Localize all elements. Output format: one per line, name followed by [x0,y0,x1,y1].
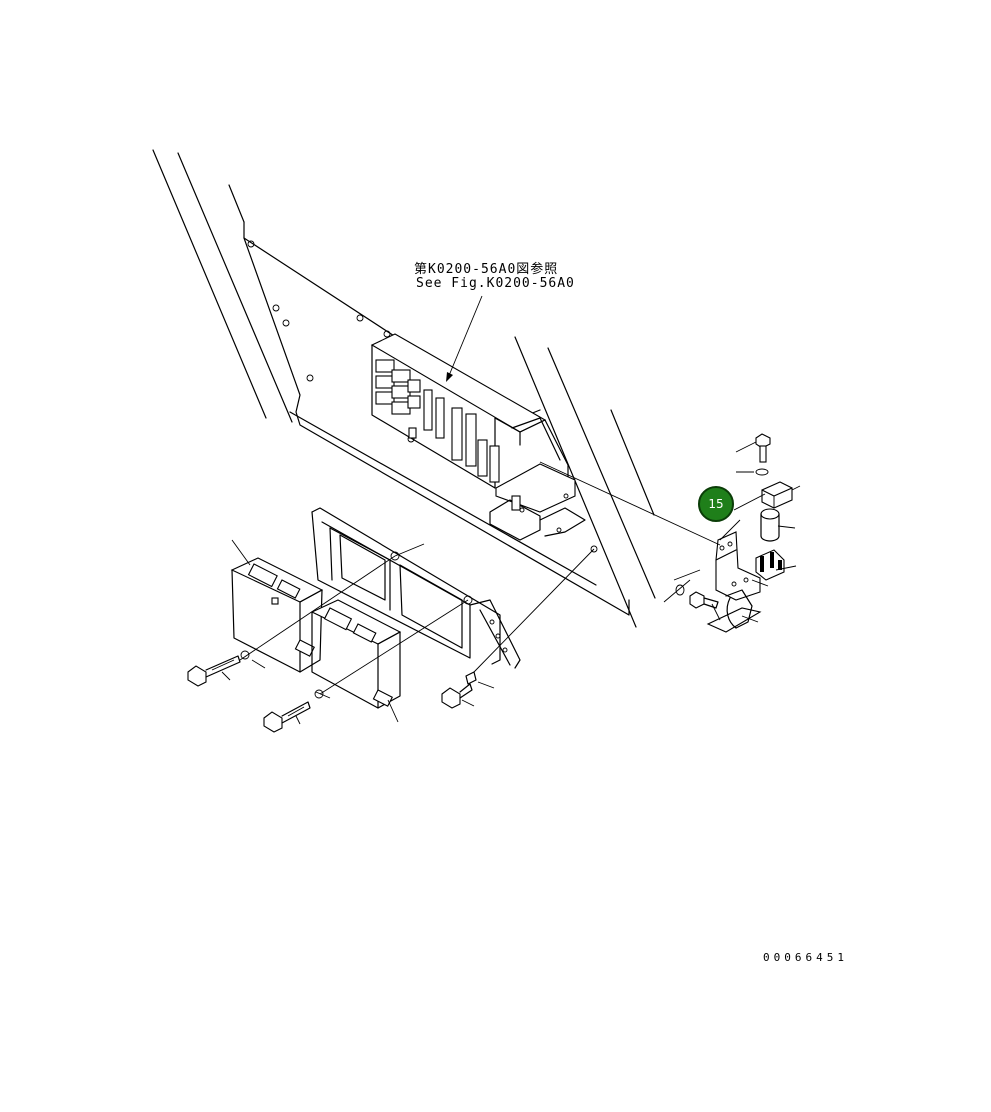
washer-left-2 [314,689,324,699]
leader-lines-right [539,441,801,623]
bolt-middle [441,683,473,709]
reference-leader [447,295,483,379]
connector-block [755,549,785,581]
callout-15-marker[interactable]: 15 [698,486,734,522]
washer-right-bottom [675,584,685,596]
callout-label: 15 [708,497,724,511]
washer-left-1 [240,650,250,660]
drawing-number: 00066451 [763,951,848,964]
controller-left [230,557,324,673]
controller-bracket [311,507,521,669]
reference-label-en: See Fig.K0200-56A0 [416,276,575,291]
clip-middle [465,671,477,685]
leader-lines-left [221,539,595,725]
bolt-right-top [755,433,771,463]
relay-block [761,481,793,509]
mounting-bracket-right [715,531,761,601]
bolt-left-2 [263,701,311,733]
controller-right [310,599,402,709]
bolt-right-bottom [689,591,719,609]
frame-lines [152,149,656,628]
reference-label-jp: 第K0200-56A0図参照 [414,262,559,277]
harness-clamp [706,589,762,633]
washer-right-top [755,468,769,476]
relay-box-assembly [370,333,586,541]
bolt-left-1 [187,655,241,687]
relay-round [760,508,780,542]
